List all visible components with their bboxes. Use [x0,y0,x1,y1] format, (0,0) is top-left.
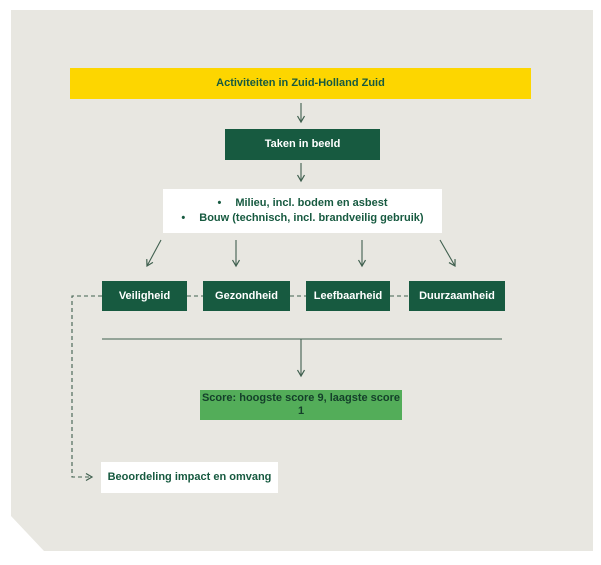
node-beoordeling: Beoordeling impact en omvang [101,462,278,493]
bullet-label-milieu: Milieu, incl. bodem en asbest [235,197,388,210]
arrow-to-veiligheid [147,240,161,266]
bullet-dot: • [217,197,222,210]
node-duurzaamheid: Duurzaamheid [409,281,505,311]
banner-label: Activiteiten in Zuid-Holland Zuid [216,77,385,90]
node-leefbaarheid: Leefbaarheid [306,281,390,311]
node-veiligheid: Veiligheid [102,281,187,311]
banner-activiteiten: Activiteiten in Zuid-Holland Zuid [70,68,531,99]
bullet-item: • Milieu, incl. bodem en asbest [217,197,387,210]
leefbaarheid-label: Leefbaarheid [313,289,383,302]
taken-label: Taken in beeld [264,138,341,151]
node-taken-in-beeld: Taken in beeld [225,129,380,160]
diagram-panel: Activiteiten in Zuid-Holland Zuid Taken … [11,10,593,551]
bullet-item: • Bouw (technisch, incl. brandveilig geb… [181,212,423,225]
node-score: Score: hoogste score 9, laagste score 1 [200,390,402,420]
node-task-bullets: • Milieu, incl. bodem en asbest • Bouw (… [163,189,442,233]
arrow-to-duurzaamheid [440,240,455,266]
duurzaamheid-label: Duurzaamheid [419,289,495,302]
bullet-label-bouw: Bouw (technisch, incl. brandveilig gebru… [199,212,424,224]
bullet-dot: • [181,212,186,224]
score-label: Score: hoogste score 9, laagste score 1 [201,392,401,417]
veiligheid-label: Veiligheid [118,289,171,302]
beoordeling-label: Beoordeling impact en omvang [107,471,272,484]
node-gezondheid: Gezondheid [203,281,290,311]
gezondheid-label: Gezondheid [215,289,278,302]
dashed-elbow-to-assessment [72,296,102,477]
